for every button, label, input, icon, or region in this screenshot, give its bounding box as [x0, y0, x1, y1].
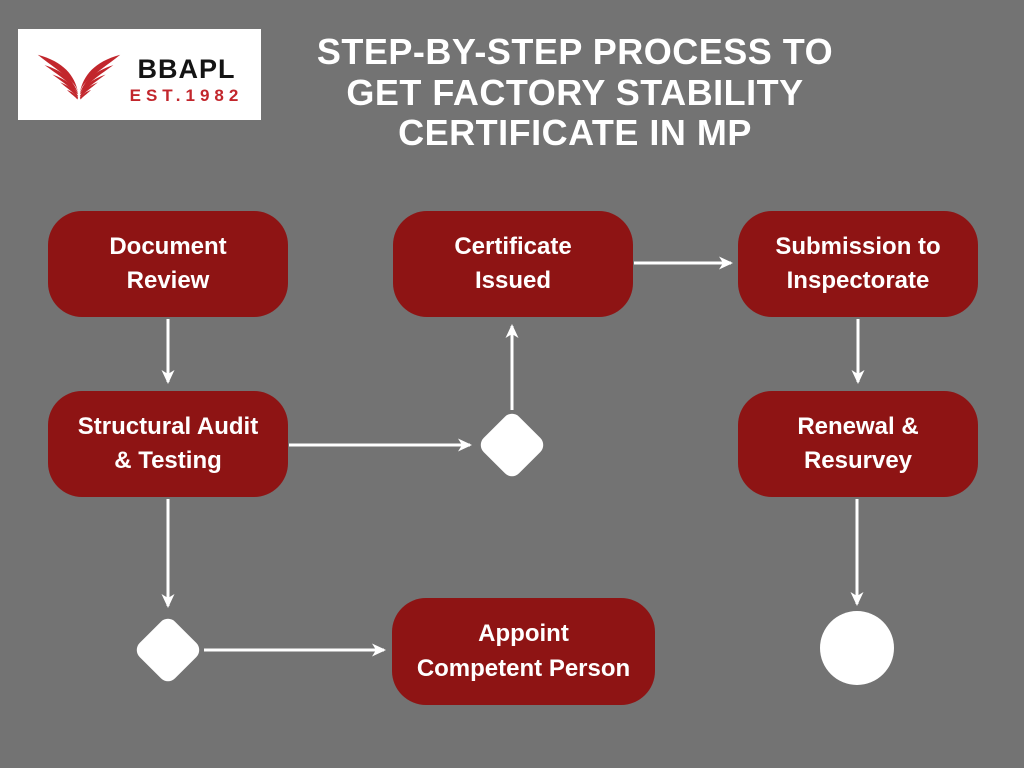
node-document-review: Document Review	[48, 211, 288, 317]
decision-diamond-2	[136, 618, 200, 682]
page-title: STEP-BY-STEP PROCESS TO GET FACTORY STAB…	[316, 31, 834, 154]
logo-brand-name: BBAPL	[137, 53, 236, 84]
node-label: Appoint Competent Person	[416, 620, 631, 682]
node-structural-audit-testing: Structural Audit & Testing	[48, 391, 288, 497]
node-appoint-competent-person: Appoint Competent Person	[392, 598, 655, 705]
decision-diamond-1	[480, 413, 544, 477]
node-label: Document Review	[109, 232, 227, 294]
node-label: Submission to Inspectorate	[775, 232, 941, 294]
node-submission-to-inspectorate: Submission to Inspectorate	[738, 211, 978, 317]
end-circle	[820, 611, 894, 685]
node-label: Renewal & Resurvey	[797, 412, 919, 474]
node-label: Certificate Issued	[454, 232, 572, 294]
logo-established: EST.1982	[129, 85, 244, 105]
wings-icon	[37, 54, 120, 99]
node-label: Structural Audit & Testing	[77, 412, 259, 474]
node-certificate-issued: Certificate Issued	[393, 211, 633, 317]
brand-logo: BBAPL EST.1982	[18, 29, 261, 120]
logo-text: BBAPL EST.1982	[129, 53, 244, 105]
node-renewal-resurvey: Renewal & Resurvey	[738, 391, 978, 497]
